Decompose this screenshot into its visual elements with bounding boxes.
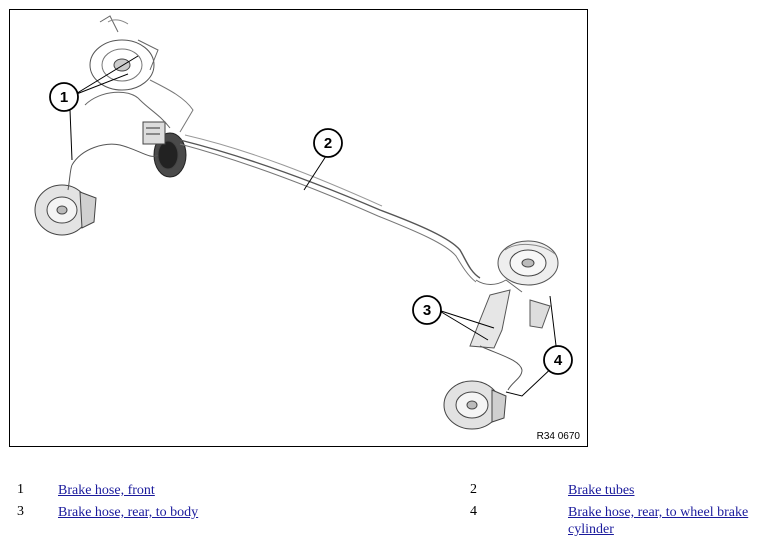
rear-axle-carrier [469, 279, 551, 349]
callout-1-label: 1 [60, 89, 68, 106]
callout-4: 4 [543, 345, 573, 375]
legend-link-brake-hose-rear-to-wheel[interactable]: Brake hose, rear, to wheel brake cylinde… [568, 505, 749, 537]
brake-lines-drawing: 1 2 3 4 [34, 15, 573, 430]
legend-number-3: 3 [17, 504, 24, 519]
callout-leaders [69, 55, 559, 397]
legend-link-brake-tubes[interactable]: Brake tubes [568, 483, 635, 498]
callout-4-label: 4 [554, 352, 563, 369]
legend-link-brake-hose-rear-to-body[interactable]: Brake hose, rear, to body [58, 505, 199, 520]
legend-number-1: 1 [17, 482, 24, 497]
brake-system-diagram: 1 2 3 4 R34 0670 [9, 9, 588, 447]
rear-right-brake-disc [497, 240, 559, 286]
rear-left-brake-disc [443, 380, 507, 430]
legend-number-2: 2 [470, 482, 477, 497]
brake-booster [142, 121, 187, 178]
front-left-brake-disc [34, 184, 97, 236]
callout-2: 2 [313, 128, 343, 158]
figure-reference: R34 0670 [536, 431, 580, 442]
callout-3-label: 3 [423, 302, 431, 319]
callout-3: 3 [412, 295, 442, 325]
callout-2-label: 2 [324, 135, 332, 152]
legend-number-4: 4 [470, 504, 477, 519]
callout-1: 1 [49, 82, 79, 112]
legend-link-brake-hose-front[interactable]: Brake hose, front [58, 483, 155, 498]
